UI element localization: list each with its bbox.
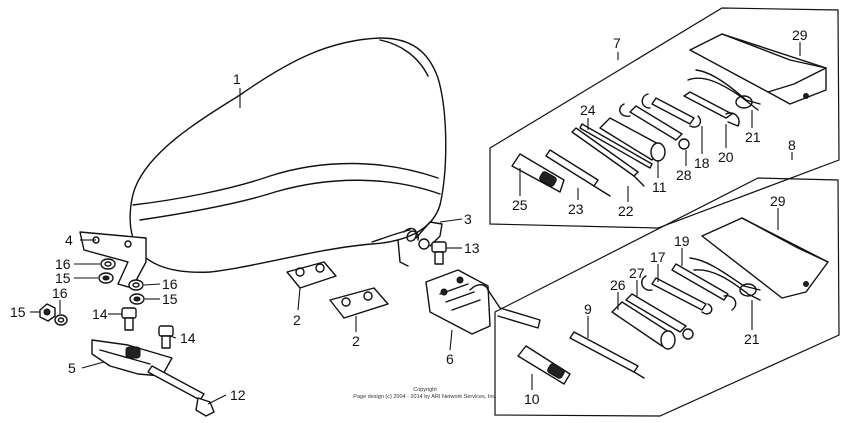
wrench-19 xyxy=(671,263,737,311)
pliers-21-upper xyxy=(687,69,761,111)
socket-26 xyxy=(611,301,676,350)
callout-21-a: 21 xyxy=(745,129,761,145)
bar-24 xyxy=(579,123,653,169)
callout-19: 19 xyxy=(674,233,690,249)
bolt-13 xyxy=(431,241,447,265)
callout-28: 28 xyxy=(676,167,692,183)
callout-15-c: 15 xyxy=(10,304,26,320)
callout-21-b: 21 xyxy=(744,331,760,347)
copyright-line-2: Page design (c) 2004 - 2014 by ARI Netwo… xyxy=(353,394,497,400)
callout-16-c: 16 xyxy=(52,285,68,301)
leader-lines xyxy=(30,42,801,405)
wrench-27 xyxy=(625,293,694,340)
callout-8: 8 xyxy=(788,137,796,153)
bracket-4 xyxy=(79,231,147,289)
callout-29-a: 29 xyxy=(792,27,808,43)
handle-25 xyxy=(511,153,565,193)
callout-29-b: 29 xyxy=(770,193,786,209)
callout-17: 17 xyxy=(650,249,666,265)
screwdriver-23 xyxy=(545,149,611,197)
bolt-14-left xyxy=(121,307,137,331)
toolkit-box-8 xyxy=(494,177,840,417)
callout-1: 1 xyxy=(233,71,241,87)
washer-16-left xyxy=(100,258,116,270)
callout-24: 24 xyxy=(580,102,596,118)
wrench-20 xyxy=(683,91,740,127)
callout-15-a: 15 xyxy=(55,270,71,286)
socket-11 xyxy=(599,117,666,162)
callout-16-b: 16 xyxy=(162,276,178,292)
callout-26: 26 xyxy=(610,277,626,293)
callout-9: 9 xyxy=(584,301,592,317)
wrench-18 xyxy=(641,93,702,128)
callout-25: 25 xyxy=(512,197,528,213)
seat xyxy=(129,37,447,273)
copyright-notice: Copyright Page design (c) 2004 - 2014 by… xyxy=(353,387,497,400)
rubber-2-upper xyxy=(286,261,337,289)
callout-15-b: 15 xyxy=(162,291,178,307)
bolt-14-right xyxy=(158,325,174,349)
screwdriver-9 xyxy=(569,331,645,379)
tool-bag-29-lower xyxy=(701,217,829,299)
rubber-2-lower xyxy=(329,287,389,319)
spring-3 xyxy=(371,221,443,267)
wrench-28 xyxy=(619,103,690,150)
nut-15-far xyxy=(39,303,56,322)
screwdriver-22 xyxy=(571,127,645,187)
callout-13: 13 xyxy=(464,240,480,256)
seat-lock-6 xyxy=(425,269,541,335)
callout-7: 7 xyxy=(613,35,621,51)
callout-10: 10 xyxy=(524,391,540,407)
callout-14-b: 14 xyxy=(180,330,196,346)
callout-14-a: 14 xyxy=(92,306,108,322)
callouts: 1 4 16 15 16 15 15 16 14 14 5 12 3 13 2 … xyxy=(10,27,808,407)
copyright-line-1: Copyright xyxy=(413,387,437,393)
callout-3: 3 xyxy=(464,211,472,227)
callout-5: 5 xyxy=(68,360,76,376)
callout-18: 18 xyxy=(694,155,710,171)
tool-bag-29-upper xyxy=(689,33,827,105)
toolkit-box-7 xyxy=(489,7,840,229)
nut-15-mid xyxy=(129,293,145,305)
callout-4: 4 xyxy=(65,232,73,248)
callout-11: 11 xyxy=(652,179,667,195)
callout-22: 22 xyxy=(618,203,634,219)
washer-16-mid xyxy=(128,279,144,291)
callout-23: 23 xyxy=(568,201,584,217)
shaft-12 xyxy=(147,365,215,417)
callout-6: 6 xyxy=(446,351,454,367)
nut-15-left xyxy=(98,272,114,284)
callout-2-a: 2 xyxy=(293,312,301,328)
callout-2-b: 2 xyxy=(352,333,360,349)
callout-12: 12 xyxy=(230,387,246,403)
handle-10 xyxy=(517,345,571,385)
washer-16-far xyxy=(54,314,68,326)
callout-20: 20 xyxy=(718,149,734,165)
callout-27: 27 xyxy=(629,265,645,281)
pliers-21-lower xyxy=(689,257,761,301)
wrench-17 xyxy=(641,275,713,315)
callout-16-a: 16 xyxy=(55,256,71,272)
